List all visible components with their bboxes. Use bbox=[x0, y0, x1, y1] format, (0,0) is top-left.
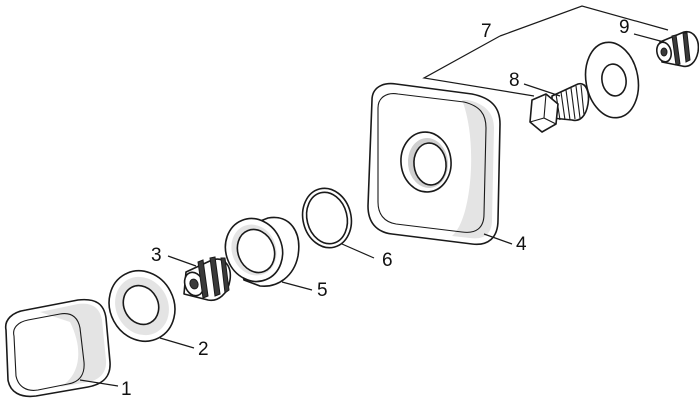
callout-2: 2 bbox=[198, 339, 209, 360]
part-9-splined-insert bbox=[655, 30, 699, 68]
callout-3: 3 bbox=[151, 245, 162, 266]
callout-1: 1 bbox=[121, 379, 132, 400]
part-2-washer-ring bbox=[108, 270, 176, 342]
callout-9: 9 bbox=[619, 17, 630, 38]
part-6-o-ring bbox=[301, 187, 353, 249]
part-5-sleeve-ring bbox=[224, 216, 300, 287]
leader-9 bbox=[633, 33, 665, 43]
leader-6 bbox=[341, 243, 375, 259]
leader-8 bbox=[523, 83, 561, 97]
part-3-splined-adapter bbox=[183, 256, 232, 302]
part-4-escutcheon-plate bbox=[367, 82, 501, 246]
leader-5 bbox=[281, 281, 313, 291]
part-washer-plate bbox=[584, 41, 640, 119]
part-8-threaded-nipple bbox=[529, 82, 590, 133]
part-1-cover-cap bbox=[4, 298, 111, 398]
leader-4 bbox=[483, 233, 513, 245]
callout-7: 7 bbox=[481, 21, 492, 42]
leader-1 bbox=[79, 379, 119, 387]
leader-2 bbox=[159, 337, 195, 349]
callout-labels: 1 2 3 4 5 6 7 8 9 bbox=[121, 17, 630, 400]
leader-lines bbox=[79, 5, 669, 387]
callout-5: 5 bbox=[317, 280, 328, 301]
callout-4: 4 bbox=[516, 234, 527, 255]
leader-3 bbox=[167, 255, 197, 267]
callout-8: 8 bbox=[509, 70, 520, 91]
leader-7-branch bbox=[422, 35, 535, 97]
callout-6: 6 bbox=[382, 250, 393, 271]
leader-7 bbox=[499, 5, 669, 37]
